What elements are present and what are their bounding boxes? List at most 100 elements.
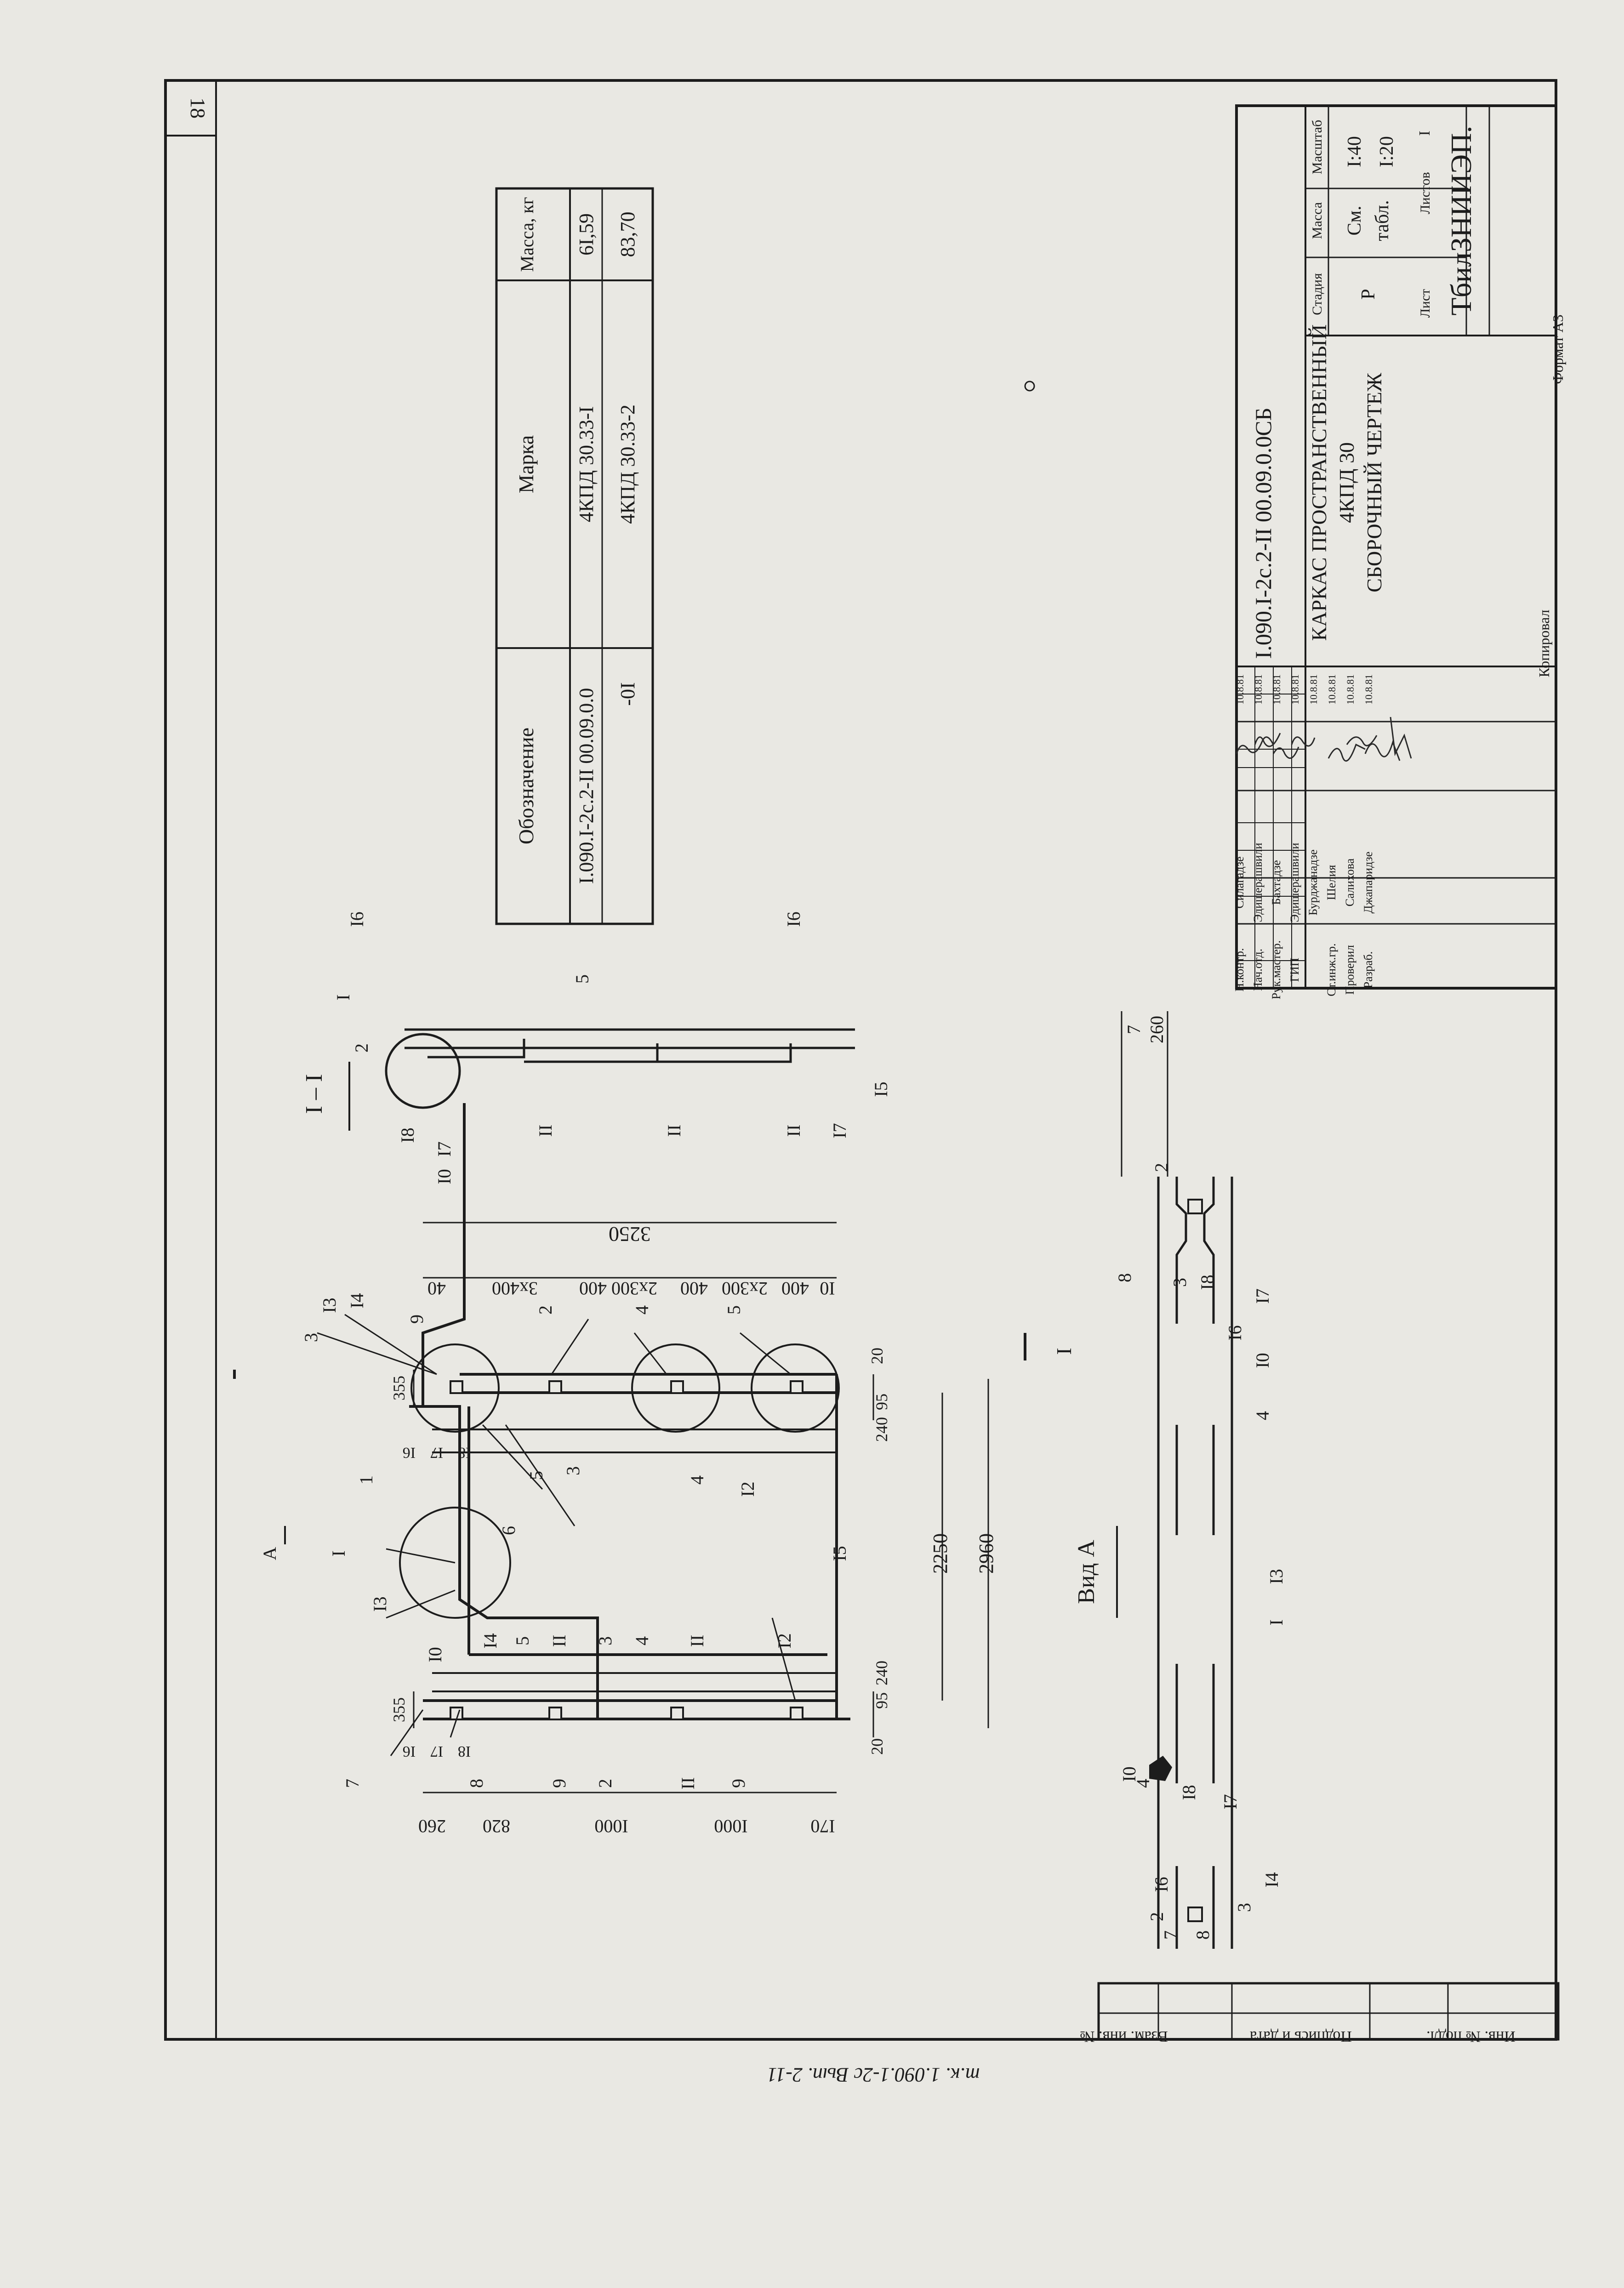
view-a-label-5: I6	[1225, 1325, 1245, 1340]
callout-4: 2	[535, 1305, 556, 1315]
callout-29: 9	[728, 1779, 749, 1788]
spec-header-designation: Обозначение	[514, 728, 538, 844]
callout-18: I2	[774, 1633, 795, 1648]
stack-bot-2: I8	[458, 1743, 471, 1760]
sig-date-4: 10.8.81	[1308, 674, 1319, 705]
callout-13: 5	[512, 1636, 533, 1645]
sig-role-6: Проверил	[1343, 945, 1356, 995]
section-label-3: I8	[397, 1127, 418, 1143]
spec-row1-mass: 6I,59	[575, 213, 598, 256]
dim-top-0: 40	[427, 1278, 446, 1299]
dim-left-1: 820	[483, 1816, 510, 1837]
format-label: Формат А3	[1550, 314, 1566, 384]
sig-name-3: Эдишерашвили	[1288, 842, 1301, 922]
section-label-9: II	[664, 1125, 684, 1137]
scale-value-1: I:40	[1344, 136, 1365, 167]
mass-header: Масса	[1310, 202, 1325, 239]
left-stamp: Инв. № подл. Подпись и дата Взам. инв. №…	[767, 1982, 1560, 2086]
section-label-4: I0	[434, 1169, 455, 1184]
sig-name-1: Эдишерашвили	[1251, 842, 1265, 922]
sig-date-6: 10.8.81	[1345, 674, 1356, 705]
stamp-replaced-inv: Взам. инв. №	[1080, 2028, 1168, 2045]
sig-date-3: 10.8.81	[1289, 674, 1301, 705]
view-a-label-15: I6	[1151, 1877, 1172, 1892]
callout-12: I4	[480, 1633, 501, 1648]
sig-role-5: Ст.инж.гр.	[1325, 943, 1338, 996]
callout-24: 7	[342, 1779, 363, 1788]
dim-top-3: 2х300	[611, 1278, 657, 1299]
dim-small-1: 355	[390, 1697, 408, 1722]
spec-row2-designation: -0I	[616, 682, 639, 706]
inner-frame	[215, 80, 1557, 2040]
view-a-label-8: 4	[1252, 1411, 1273, 1420]
sig-name-0: Силагадзе	[1233, 856, 1246, 908]
sig-date-0: 10.8.81	[1234, 674, 1246, 705]
callout-6: 5	[724, 1305, 744, 1315]
dim-top-7: I0	[820, 1278, 835, 1299]
spec-row1-mark: 4КПД 30.33-I	[575, 406, 598, 522]
view-mark-a: А	[259, 1547, 280, 1560]
view-a-label-4: I8	[1197, 1275, 1218, 1290]
copied-label: Копировал	[1536, 609, 1552, 677]
spec-table: Обозначение Марка Масса, кг I.090.I-2c.2…	[495, 187, 654, 925]
callout-25: 8	[466, 1779, 487, 1788]
dim-small-4: 240	[872, 1417, 891, 1442]
sig-role-1: Нач.отд.	[1251, 949, 1265, 991]
sheets-value: I	[1416, 131, 1433, 136]
sig-date-2: 10.8.81	[1271, 674, 1282, 705]
stack-bot-1: I7	[430, 1743, 443, 1760]
main-view: 40 3х400 400 2х300 400 2х300 400 I0 3250…	[233, 1103, 1076, 1837]
callout-23: 3	[563, 1466, 583, 1475]
sig-role-2: Рук.мастер.	[1270, 940, 1283, 999]
sig-date-5: 10.8.81	[1326, 674, 1338, 705]
stack-top-1: I7	[430, 1444, 443, 1461]
signature-grid	[1237, 666, 1556, 988]
sig-name-2: Бахтадзе	[1270, 860, 1283, 905]
section-i-i: I – I I 2 I6 I8 I0 I7 5 I6 II II II I7 I…	[301, 911, 891, 1184]
view-a-label-17: 7	[1160, 1930, 1181, 1940]
spec-row2-mark: 4КПД 30.33-2	[616, 404, 639, 524]
spec-row1-designation: I.090.I-2c.2-II 00.09.0.0	[575, 688, 598, 884]
view-a-dim: 260	[1146, 1016, 1167, 1043]
scale-value-2: I:20	[1376, 136, 1397, 167]
title-line-1: КАРКАС ПРОСТРАНСТВЕННЫЙ	[1307, 324, 1331, 641]
view-a-label-19: 3	[1234, 1903, 1254, 1912]
stamp-inv-orig: Инв. № подл.	[1426, 2028, 1516, 2045]
callout-11: I0	[425, 1647, 445, 1662]
view-a-title: Вид А	[1073, 1540, 1100, 1604]
sig-name-7: Джапаридзе	[1362, 852, 1375, 914]
view-a-label-13: I8	[1179, 1785, 1199, 1800]
view-a-label-2: 8	[1114, 1273, 1135, 1282]
dim-top-6: 400	[781, 1278, 809, 1299]
scale-header: Масштаб	[1310, 120, 1325, 174]
title-block-text: I.090.I-2c.2-II 00.09.0.0СБ КАРКАС ПРОСТ…	[1233, 120, 1477, 999]
dim-small-2: 20	[868, 1348, 886, 1364]
sig-name-6: Салихова	[1343, 858, 1356, 906]
view-a-label-7: I0	[1252, 1353, 1273, 1368]
callout-22: 5	[526, 1471, 547, 1480]
stack-top-2: I8	[458, 1444, 471, 1461]
callout-26: 9	[549, 1779, 570, 1788]
dim-top-4: 400	[680, 1278, 708, 1299]
callout-19: 4	[687, 1475, 707, 1485]
sheet-label: Лист	[1418, 289, 1433, 318]
dim-left-3: I000	[714, 1816, 747, 1837]
view-a-label-3: 3	[1169, 1278, 1190, 1287]
section-label-0: I	[333, 994, 353, 1000]
section-label-6: 5	[572, 974, 593, 984]
hole-mark	[1024, 381, 1035, 392]
callout-5: 4	[632, 1305, 652, 1315]
callout-1: I3	[319, 1298, 340, 1313]
callout-3: 9	[406, 1315, 427, 1324]
callout-10: 6	[498, 1526, 519, 1535]
title-line-3: СБОРОЧНЫЙ ЧЕРТЕЖ	[1362, 372, 1386, 592]
callout-15: 3	[595, 1636, 615, 1645]
dim-small-6: 95	[872, 1692, 891, 1709]
page-number: 18	[186, 97, 210, 119]
callout-2: I4	[347, 1293, 367, 1308]
stamp-sign-date: Подпись и дата	[1250, 2028, 1352, 2045]
callout-0: 3	[301, 1333, 321, 1342]
view-a-label-9: I3	[1266, 1569, 1287, 1584]
section-label-11: I7	[829, 1123, 850, 1138]
